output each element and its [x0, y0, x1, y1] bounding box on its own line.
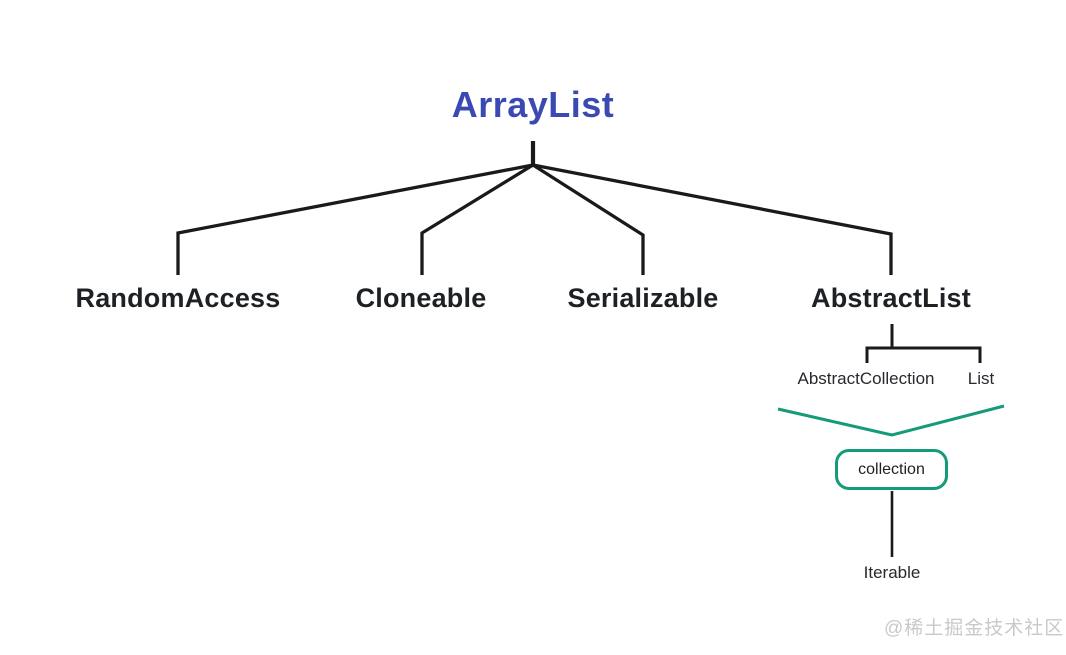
node-abstractcollection: AbstractCollection	[797, 369, 935, 388]
chevron-to-collection	[777, 404, 1005, 437]
edge-arraylist-serializable	[532, 163, 645, 275]
node-iterable: Iterable	[863, 563, 921, 582]
edge-arraylist-cloneable	[420, 163, 534, 275]
node-list: List	[967, 369, 995, 388]
watermark-text: @稀土掘金技术社区	[884, 618, 1065, 639]
bracket-abstractlist-parents	[865, 346, 982, 363]
edge-arraylist-randomaccess	[176, 163, 534, 275]
node-collection-box: collection	[835, 449, 948, 490]
node-abstractlist: AbstractList	[811, 283, 971, 313]
node-cloneable: Cloneable	[355, 283, 487, 313]
root-node-arraylist: ArrayList	[451, 84, 615, 125]
node-collection-label: collection	[858, 460, 925, 478]
node-randomaccess: RandomAccess	[75, 283, 281, 313]
node-serializable: Serializable	[567, 283, 719, 313]
edge-arraylist-abstractlist	[532, 163, 893, 275]
